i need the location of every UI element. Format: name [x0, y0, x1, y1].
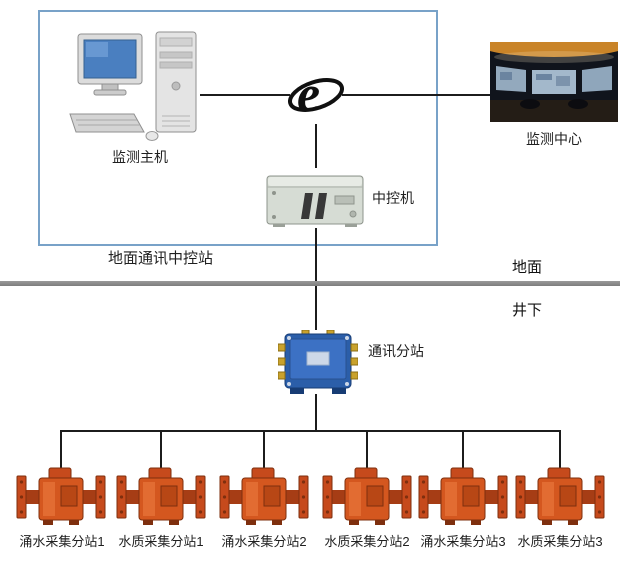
node-monitoring-center: [490, 42, 618, 127]
monitoring-center-label: 监测中心: [526, 131, 582, 147]
drop-line-3: [263, 432, 265, 468]
rack-server-icon: [265, 166, 365, 228]
collector-device-icon: [417, 466, 509, 528]
collector-device-icon: [321, 466, 413, 528]
device-node: [514, 466, 606, 533]
collector-device-icon: [115, 466, 207, 528]
collector-device-icon: [218, 466, 310, 528]
device-label: 涌水采集分站1: [19, 534, 105, 549]
device-label: 水质采集分站3: [517, 534, 603, 549]
device-label: 水质采集分站2: [324, 534, 410, 549]
device-node: [218, 466, 310, 533]
node-internet: [288, 64, 344, 131]
device-node: [115, 466, 207, 533]
drop-line-5: [462, 432, 464, 468]
drop-line-1: [60, 432, 62, 468]
communication-substation-label: 通讯分站: [368, 343, 424, 359]
underground-label: 井下: [512, 302, 543, 319]
connector-line-control-substation: [315, 228, 317, 330]
drop-line-2: [160, 432, 162, 468]
drop-line-4: [366, 432, 368, 468]
collector-device-icon: [15, 466, 107, 528]
node-communication-substation: [278, 330, 358, 401]
monitoring-host-label: 监测主机: [112, 149, 168, 165]
drop-line-6: [559, 432, 561, 468]
surface-label: 地面: [512, 259, 543, 276]
central-control-label: 中控机: [372, 190, 414, 206]
connector-line-internet-control: [315, 124, 317, 168]
device-node: [15, 466, 107, 533]
desktop-computer-icon: [68, 28, 204, 144]
collector-device-icon: [514, 466, 606, 528]
node-monitoring-host: [68, 28, 204, 149]
device-node: [321, 466, 413, 533]
connector-line-host-internet: [200, 94, 290, 96]
connector-line-internet-center: [342, 94, 490, 96]
communication-substation-icon: [278, 330, 358, 396]
surface-station-frame: [38, 10, 438, 246]
device-label: 水质采集分站1: [118, 534, 204, 549]
device-label: 涌水采集分站3: [420, 534, 506, 549]
device-node: [417, 466, 509, 533]
device-label: 涌水采集分站2: [221, 534, 307, 549]
surface-station-frame-label: 地面通讯中控站: [108, 250, 214, 267]
node-central-control: [265, 166, 365, 233]
surface-underground-divider: [0, 281, 620, 286]
internet-icon: [288, 64, 344, 126]
monitoring-center-photo: [490, 42, 618, 122]
bus-line: [60, 430, 561, 432]
connector-line-substation-bus: [315, 394, 317, 432]
